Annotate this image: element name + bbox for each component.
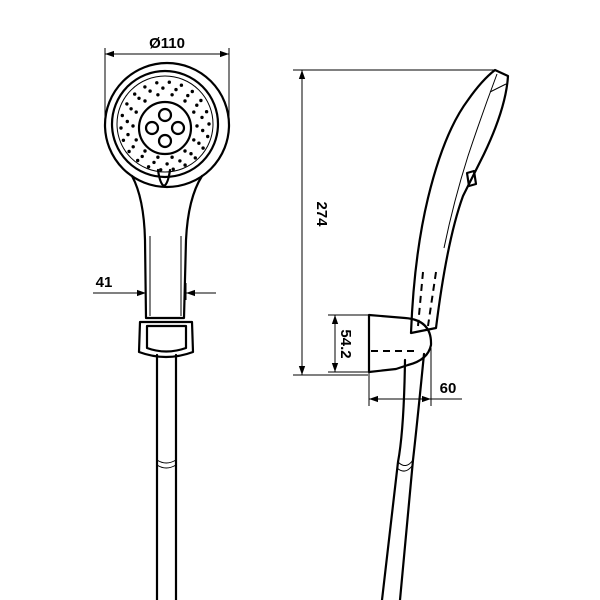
nozzle-dot	[170, 93, 174, 97]
nozzle-dot	[192, 138, 196, 142]
nozzle-dot	[206, 134, 210, 139]
shower-body-side	[409, 68, 510, 335]
front-view: Ø110 41	[93, 35, 231, 600]
nozzle-dot	[127, 149, 131, 154]
nozzle-dot	[201, 128, 205, 133]
wall-bracket-front	[137, 320, 195, 359]
nozzle-dot	[179, 83, 184, 87]
nozzle-dot	[199, 98, 203, 103]
head-diameter-label: Ø110	[149, 35, 185, 52]
shower-head-front	[103, 61, 231, 189]
nozzle-pattern	[119, 80, 211, 172]
nozzle-dot	[159, 168, 163, 172]
dimension-handle-width: 41	[93, 274, 216, 300]
nozzle-dot	[134, 138, 138, 142]
nozzle-dot	[129, 107, 133, 111]
bracket-height-label: 54.2	[337, 329, 354, 358]
nozzle-dot	[201, 146, 205, 150]
nozzle-dot	[143, 99, 147, 103]
side-button	[465, 169, 478, 188]
dimension-bracket-height: 54.2	[328, 314, 369, 373]
nozzle-dot	[148, 89, 152, 93]
nozzle-dot	[134, 110, 138, 114]
nozzle-dot	[193, 156, 197, 160]
nozzle-dot	[174, 87, 178, 92]
nozzle-dot	[155, 81, 159, 85]
nozzle-dot	[136, 158, 140, 163]
nozzle-dot	[140, 154, 144, 159]
total-length-label: 274	[313, 201, 330, 227]
nozzle-dot	[171, 167, 175, 171]
nozzle-dot	[133, 92, 137, 96]
nozzle-dot	[200, 115, 204, 120]
nozzle-dot	[170, 155, 174, 159]
nozzle-dot	[186, 93, 190, 98]
nozzle-dot	[178, 159, 182, 163]
nozzle-dot	[156, 155, 160, 159]
nozzle-dot	[195, 103, 199, 107]
selector-tab	[156, 168, 172, 188]
nozzle-dot	[183, 99, 187, 103]
nozzle-dot	[190, 89, 194, 94]
nozzle-dot	[152, 160, 156, 165]
nozzle-dot	[207, 122, 211, 126]
nozzle-dot	[156, 93, 160, 97]
center-jet-ring	[137, 100, 193, 156]
nozzle-dot	[121, 138, 126, 142]
nozzle-dot	[161, 86, 165, 90]
handle-front	[130, 174, 204, 320]
dimension-total-length: 274	[293, 69, 495, 376]
side-view: 274 54.2 60	[293, 68, 510, 600]
nozzle-dot	[167, 80, 171, 84]
nozzle-dot	[189, 152, 193, 156]
nozzle-dot	[146, 165, 151, 169]
handle-width-label: 41	[96, 274, 113, 291]
nozzle-dot	[131, 124, 135, 128]
nozzle-dot	[143, 149, 147, 153]
nozzle-dot	[197, 141, 201, 145]
nozzle-dot	[183, 149, 187, 153]
nozzle-dot	[119, 126, 123, 130]
nozzle-dot	[204, 110, 209, 114]
hose-front	[155, 353, 178, 600]
hose-side	[380, 352, 426, 600]
nozzle-dot	[120, 113, 125, 118]
nozzle-dot	[125, 102, 129, 106]
dimension-head-diameter: Ø110	[104, 35, 230, 120]
nozzle-dot	[143, 85, 147, 89]
nozzle-dot	[183, 163, 187, 167]
nozzle-dot	[195, 124, 199, 128]
nozzle-dot	[137, 96, 141, 101]
bracket-projection-label: 60	[440, 380, 457, 397]
nozzle-dot	[126, 132, 130, 137]
nozzle-dot	[192, 110, 196, 114]
dimension-bracket-projection: 60	[368, 348, 462, 406]
nozzle-dot	[125, 119, 129, 124]
wall-bracket-side	[367, 313, 433, 374]
nozzle-dot	[131, 145, 135, 149]
nozzle-dot	[165, 162, 169, 166]
